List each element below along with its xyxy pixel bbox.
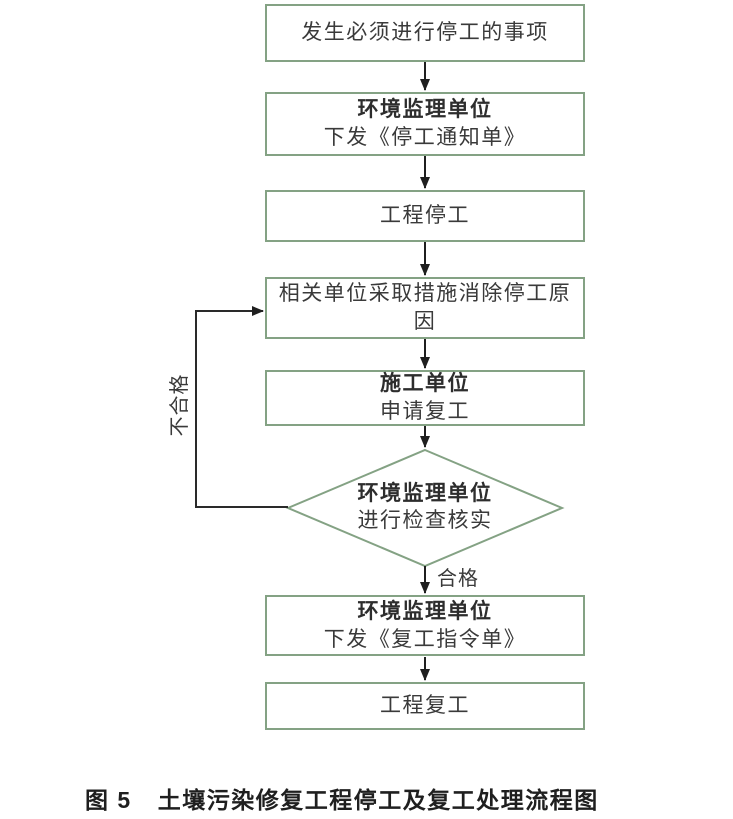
figure-caption-title: 土壤污染修复工程停工及复工处理流程图 xyxy=(157,787,599,813)
node-resolve-cause: 相关单位采取措施消除停工原 因 xyxy=(265,277,585,339)
node-resume-order: 环境监理单位 下发《复工指令单》 xyxy=(265,595,585,656)
node-check-verify: 环境监理单位 进行检查核实 xyxy=(285,480,565,534)
node-label-line: 因 xyxy=(413,310,437,333)
figure-caption: 图 5 土壤污染修复工程停工及复工处理流程图 xyxy=(85,781,599,815)
edge-label-pass: 合格 xyxy=(437,568,479,590)
node-label-line: 环境监理单位 xyxy=(357,599,493,623)
arrow-fail-feedback-loop xyxy=(195,306,288,508)
edge-label-fail: 不合格 xyxy=(169,373,191,437)
node-project-resume: 工程复工 xyxy=(265,682,585,730)
node-label-line: 下发《复工指令单》 xyxy=(323,627,527,651)
node-label-line: 下发《停工通知单》 xyxy=(323,126,527,149)
node-label-line: 施工单位 xyxy=(380,372,470,395)
node-label-line: 环境监理单位 xyxy=(357,482,493,505)
node-stop-event: 发生必须进行停工的事项 xyxy=(265,4,585,62)
node-supervisor-notice: 环境监理单位 下发《停工通知单》 xyxy=(265,92,585,156)
node-label-line: 相关单位采取措施消除停工原 xyxy=(278,282,572,305)
node-project-stop: 工程停工 xyxy=(265,190,585,242)
node-label-line: 工程停工 xyxy=(380,204,470,227)
node-label-line: 申请复工 xyxy=(380,400,470,423)
node-label-line: 工程复工 xyxy=(380,694,470,717)
node-label-line: 环境监理单位 xyxy=(357,98,493,121)
node-label-line: 发生必须进行停工的事项 xyxy=(301,21,549,44)
node-apply-resume: 施工单位 申请复工 xyxy=(265,370,585,426)
node-label-line: 进行检查核实 xyxy=(357,509,493,532)
figure-caption-label: 图 5 xyxy=(85,787,132,813)
